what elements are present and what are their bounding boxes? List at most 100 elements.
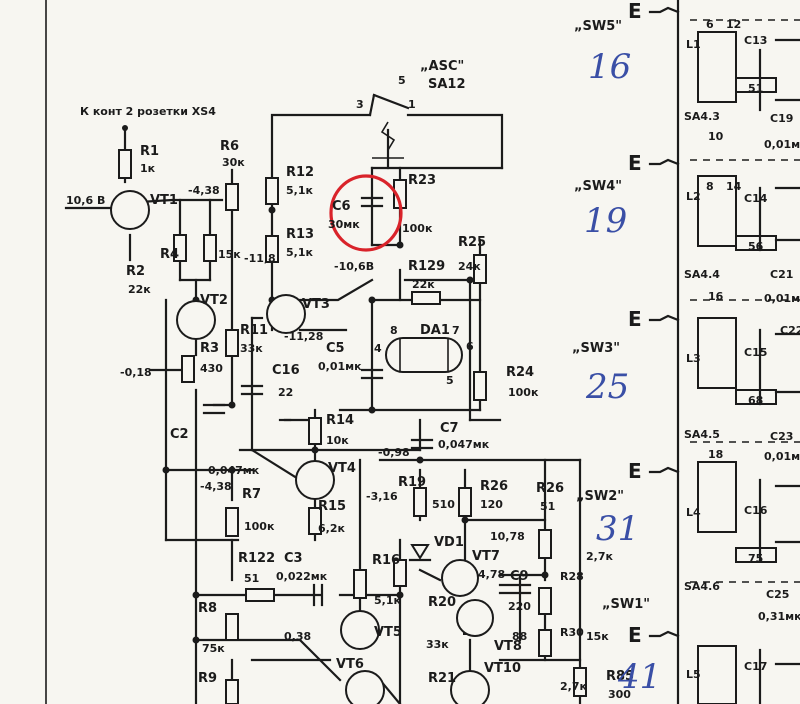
diode-vd1 bbox=[410, 544, 430, 560]
highlight-circle bbox=[329, 174, 403, 252]
label-c14: C14 bbox=[744, 192, 768, 205]
label-r28: R28 bbox=[560, 570, 584, 583]
handwritten-41: 41 bbox=[617, 657, 661, 697]
label-r25-val: 24к bbox=[458, 260, 481, 273]
label-vin: 10,6 В bbox=[66, 194, 105, 207]
label-c23: C23 bbox=[770, 430, 793, 443]
label-r8-val: 75к bbox=[202, 642, 225, 655]
label-n8: 8 bbox=[706, 180, 714, 193]
label-c21: C21 bbox=[770, 268, 793, 281]
label-sa45: SA4.5 bbox=[684, 428, 720, 441]
wiring-right bbox=[676, 0, 800, 704]
label-sa12: SA12 bbox=[428, 77, 466, 92]
label-r13: R13 bbox=[286, 227, 314, 242]
label-c5-val: 0,01мк bbox=[318, 360, 362, 373]
label-sw2: „SW2" bbox=[576, 489, 624, 504]
label-r2: R2 bbox=[126, 264, 145, 279]
label-c6-val: 30мк bbox=[328, 218, 360, 231]
labels-right: „SW5" „SW4" „SW3" „SW2" „SW1" E E E E E … bbox=[572, 0, 800, 681]
label-v-r15: -3,16 bbox=[366, 490, 398, 503]
opamp-da1 bbox=[385, 337, 463, 373]
label-v56: 56 bbox=[748, 240, 764, 253]
label-da1-p5: 5 bbox=[446, 374, 454, 387]
label-r19: R19 bbox=[398, 475, 426, 490]
label-r15-val: 6,2к bbox=[318, 522, 345, 535]
label-r14-val: 10к bbox=[326, 434, 349, 447]
label-sa46: SA4.6 bbox=[684, 580, 720, 593]
label-v68: 68 bbox=[748, 394, 763, 407]
label-c19-val: 0,01мк bbox=[764, 138, 800, 151]
label-sw4: „SW4" bbox=[574, 179, 622, 194]
label-c9-val: 220 bbox=[508, 600, 531, 613]
label-c16b: C16 bbox=[744, 504, 768, 517]
label-c7: C7 bbox=[440, 421, 459, 436]
label-r7: R7 bbox=[242, 487, 261, 502]
label-c13: C13 bbox=[744, 34, 767, 47]
handwritten-31: 31 bbox=[596, 509, 639, 549]
note-top: К конт 2 розетки XS4 bbox=[80, 105, 216, 118]
label-r129-val: 22к bbox=[412, 278, 435, 291]
label-v-vt2: -0,18 bbox=[120, 366, 152, 379]
label-n14: 14 bbox=[726, 180, 742, 193]
label-p3: 3 bbox=[356, 98, 364, 111]
label-r1: R1 bbox=[140, 144, 159, 159]
label-sa44: SA4.4 bbox=[684, 268, 720, 281]
label-r122-val: 51 bbox=[244, 572, 259, 585]
label-l3: L3 bbox=[686, 352, 701, 365]
label-r23-val: 100к bbox=[402, 222, 433, 235]
label-r8: R8 bbox=[198, 601, 217, 616]
label-v-r11: -11,28 bbox=[284, 330, 323, 343]
label-r26b: R26 bbox=[536, 481, 564, 496]
label-asc: „ASC" bbox=[420, 59, 464, 74]
label-r19-val: 510 bbox=[432, 498, 455, 511]
label-c7-val: 0,047мк bbox=[438, 438, 490, 451]
ground-symbols bbox=[648, 6, 680, 638]
label-n10: 10 bbox=[708, 130, 724, 143]
label-vt2: VT2 bbox=[200, 293, 228, 308]
label-r9: R9 bbox=[198, 671, 217, 686]
label-c21-val: 0,01мк bbox=[764, 292, 800, 305]
label-c25-val: 0,31мк bbox=[758, 610, 800, 623]
label-n6a: 6 bbox=[706, 18, 714, 31]
label-r85-val: 300 bbox=[608, 688, 631, 701]
label-e5: E bbox=[628, 623, 642, 647]
switch-modules bbox=[697, 31, 800, 704]
label-v-r9: 0,38 bbox=[284, 630, 311, 643]
label-v-vt7: 4,78 bbox=[478, 568, 505, 581]
label-c2: C2 bbox=[170, 427, 189, 442]
label-r26a: R26 bbox=[480, 479, 508, 494]
label-r7-val: 100к bbox=[244, 520, 275, 533]
label-r30: R30 bbox=[560, 626, 584, 639]
label-c25: C25 bbox=[766, 588, 789, 601]
label-v-c7: -0,98 bbox=[378, 446, 410, 459]
label-da1-p4: 4 bbox=[374, 342, 382, 355]
label-c17: C17 bbox=[744, 660, 767, 673]
label-v-r13: -11,8 bbox=[244, 252, 276, 265]
label-v75: 75 bbox=[748, 552, 763, 565]
capacitors bbox=[202, 196, 532, 607]
label-vt1: VT1 bbox=[150, 193, 178, 208]
label-r4-val: 15к bbox=[218, 248, 241, 261]
label-vd1: VD1 bbox=[434, 535, 464, 550]
label-v-vd1: 10,78 bbox=[490, 530, 525, 543]
label-r3-val: 430 bbox=[200, 362, 223, 375]
label-c9: C9 bbox=[510, 569, 529, 584]
label-r6-val: 30к bbox=[222, 156, 245, 169]
label-r85: R85 bbox=[606, 669, 634, 684]
label-vt8: VT8 bbox=[494, 639, 522, 654]
label-sa43: SA4.3 bbox=[684, 110, 720, 123]
label-r16-val: 5,1к bbox=[374, 594, 401, 607]
label-r20: R20 bbox=[428, 595, 456, 610]
label-r30-val: 15к bbox=[586, 630, 609, 643]
label-vt10: VT10 bbox=[484, 661, 521, 676]
label-r24: R24 bbox=[506, 365, 534, 380]
label-r1-val: 1к bbox=[140, 162, 156, 175]
label-c19: C19 bbox=[770, 112, 793, 125]
label-n12: 12 bbox=[726, 18, 741, 31]
labels-left: К конт 2 розетки XS4 10,6 В R1 1к VT1 -4… bbox=[66, 59, 634, 701]
label-r13-val: 5,1к bbox=[286, 246, 313, 259]
handwritten-25: 25 bbox=[585, 367, 629, 407]
label-r16: R16 bbox=[372, 553, 400, 568]
label-n18: 18 bbox=[708, 448, 723, 461]
